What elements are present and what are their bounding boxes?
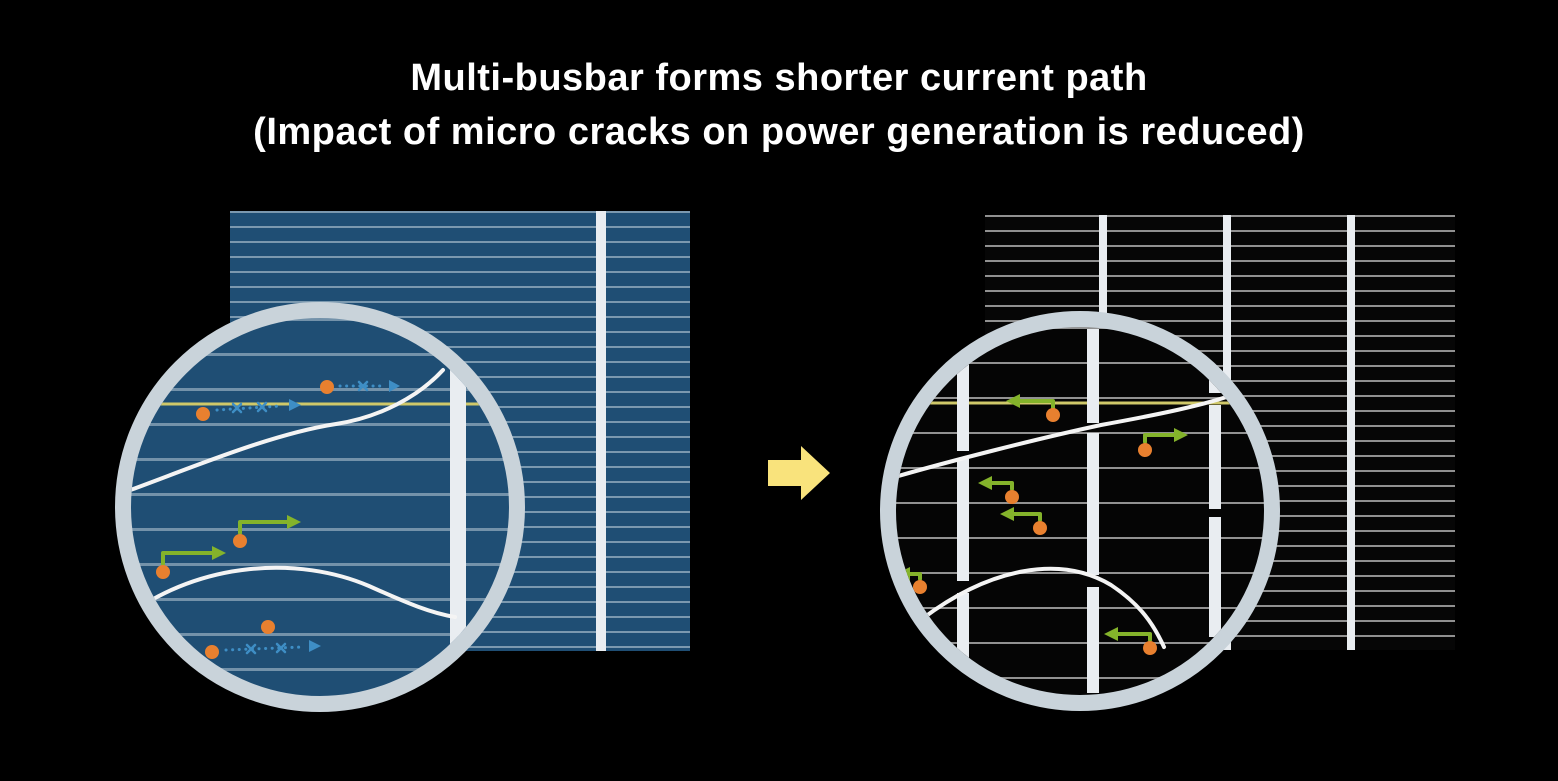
multi-busbar-busbar-3 (1347, 215, 1355, 650)
left-magnifier-detail (131, 354, 509, 659)
arrowhead-left-icon (1000, 507, 1014, 521)
short-current-path-arrow-5 (896, 567, 927, 594)
green-path (1010, 512, 1042, 522)
dotted-path (224, 645, 305, 652)
short-current-path-arrow-3 (978, 476, 1019, 504)
busbar-segment (1209, 375, 1221, 393)
magnified-busbar (450, 354, 466, 654)
busbar-segment (1209, 517, 1221, 637)
electron-dot (233, 534, 247, 548)
green-path (1016, 399, 1055, 411)
electron-dot (205, 645, 219, 659)
busbar-segment (1209, 405, 1221, 509)
arrowhead-left-icon (978, 476, 992, 490)
arrowhead-right-icon (212, 546, 226, 560)
micro-crack-lower (131, 565, 457, 619)
arrowhead-left-icon (1104, 627, 1118, 641)
dotted-path (215, 404, 283, 412)
arrowhead-right-icon (389, 380, 400, 392)
blocked-path-x-icon (245, 643, 257, 655)
green-path (988, 481, 1014, 491)
magnified-busbar-2 (1087, 329, 1099, 693)
arrowhead-left-icon (896, 567, 910, 581)
micro-crack-lower (920, 566, 1166, 649)
blocked-path-x-icon (275, 642, 287, 654)
electron-dot (1005, 490, 1019, 504)
electron-dot (320, 380, 334, 394)
green-path (906, 572, 922, 581)
blocked-path-x-icon (256, 401, 268, 413)
busbar-segment (1087, 433, 1099, 575)
conventional-cell-busbar (596, 211, 606, 651)
green-path (238, 520, 291, 535)
short-current-path-arrow-1 (1006, 394, 1060, 422)
long-current-path-arrow-2 (320, 380, 400, 394)
micro-crack-upper (131, 368, 445, 492)
transition-arrow-icon (768, 446, 830, 500)
electron-dot (1033, 521, 1047, 535)
blocked-path-x-icon (231, 402, 243, 414)
short-current-path-arrow-2 (1138, 428, 1188, 457)
right-block-arrow (768, 446, 830, 500)
short-current-path-arrow-6 (1104, 627, 1157, 655)
magnified-busbar-3 (1209, 375, 1221, 637)
short-current-path-arrow-2 (156, 546, 226, 579)
short-current-path-arrow-4 (1000, 507, 1047, 535)
electron-dot (156, 565, 170, 579)
magnified-busbar-1 (957, 361, 969, 661)
right-magnifier-detail (896, 329, 1264, 693)
green-path (1143, 433, 1178, 444)
short-current-path-arrow-1 (233, 515, 301, 548)
electron-dot (1046, 408, 1060, 422)
blocked-path-x-icon (357, 380, 369, 392)
arrowhead-right-icon (1174, 428, 1188, 442)
busbar-segment (1087, 329, 1099, 423)
arrowhead-right-icon (289, 399, 301, 411)
long-current-path-arrow-3 (205, 620, 321, 659)
title-line-1: Multi-busbar forms shorter current path (410, 57, 1148, 99)
busbar-segment (957, 361, 969, 451)
green-path (161, 551, 216, 566)
arrowhead-right-icon (309, 640, 321, 652)
electron-dot (196, 407, 210, 421)
electron-dot (1143, 641, 1157, 655)
electron-dot (913, 580, 927, 594)
busbar-segment (957, 593, 969, 661)
left-magnifier (115, 302, 525, 712)
busbar-segment (1087, 587, 1099, 693)
busbar-segment (957, 459, 969, 581)
title-line-2: (Impact of micro cracks on power generat… (253, 110, 1305, 153)
right-magnifier (880, 311, 1280, 711)
green-path (1114, 632, 1152, 642)
micro-crack-upper (896, 391, 1240, 479)
electron-dot (1138, 443, 1152, 457)
long-current-path-arrow-1 (196, 399, 301, 421)
diagram-title: Multi-busbar forms shorter current path … (0, 52, 1558, 160)
electron-dot (261, 620, 275, 634)
arrowhead-right-icon (287, 515, 301, 529)
arrowhead-left-icon (1006, 394, 1020, 408)
